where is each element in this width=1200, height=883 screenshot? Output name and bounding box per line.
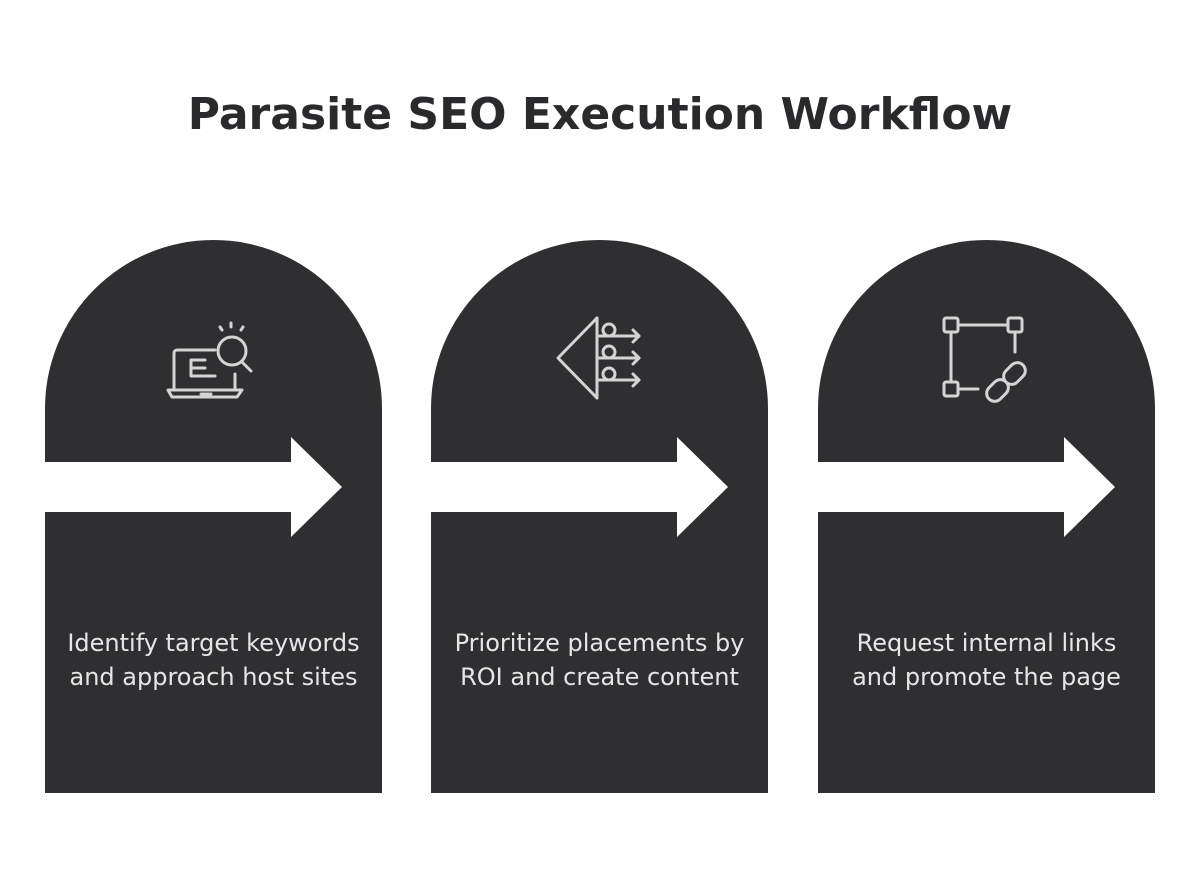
step-3-text: Request internal links and promote the p… [852, 629, 1121, 691]
right-arrow-icon [431, 437, 728, 537]
laptop-search-icon [163, 310, 263, 410]
prioritize-arrows-icon [549, 310, 649, 410]
step-1-text: Identify target keywords and approach ho… [67, 629, 360, 691]
right-arrow-icon [818, 437, 1115, 537]
step-card-3: Request internal links and promote the p… [818, 240, 1155, 793]
step-2-text: Prioritize placements by ROI and create … [454, 629, 745, 691]
right-arrow-icon [45, 437, 342, 537]
network-link-icon [936, 310, 1036, 410]
step-card-1: Identify target keywords and approach ho… [45, 240, 382, 793]
step-card-2: Prioritize placements by ROI and create … [431, 240, 768, 793]
diagram-title: Parasite SEO Execution Workflow [187, 89, 1013, 140]
